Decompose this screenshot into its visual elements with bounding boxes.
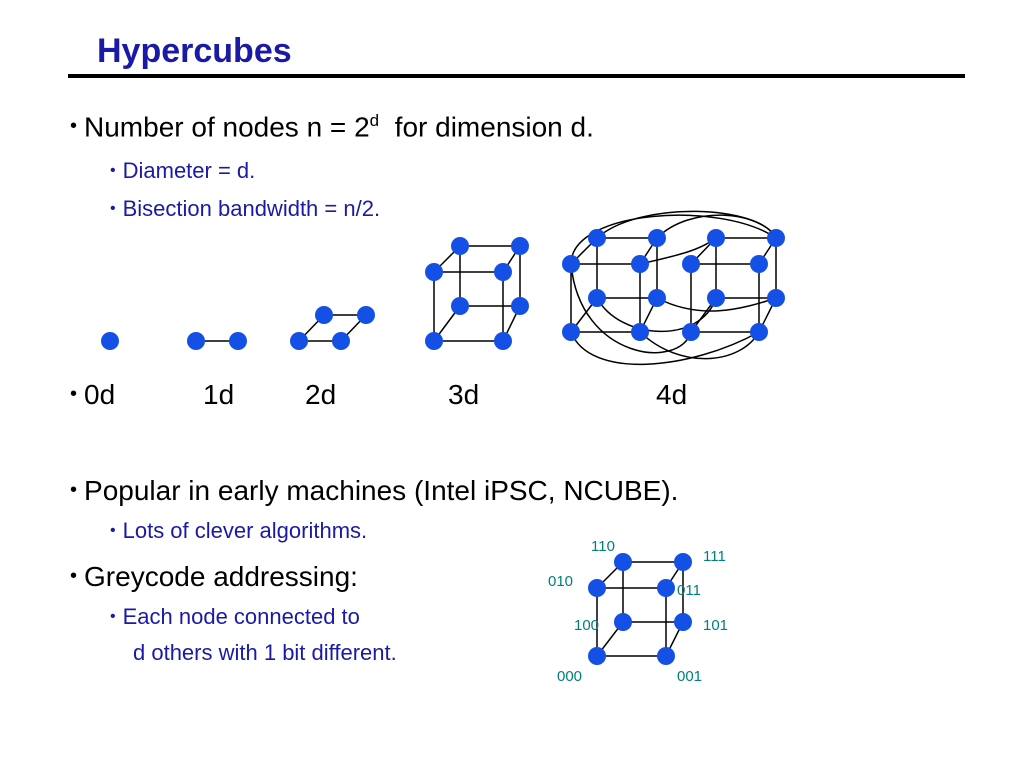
node bbox=[357, 306, 375, 324]
bullet-marker: • bbox=[70, 115, 78, 138]
bullet-number-of-nodes: • Number of nodes n = 2d for dimension d. bbox=[70, 111, 594, 143]
node bbox=[562, 323, 580, 341]
node-101 bbox=[674, 613, 692, 631]
dim-label-4d: 4d bbox=[656, 379, 688, 410]
node bbox=[682, 255, 700, 273]
bullet-marker: • bbox=[110, 608, 116, 625]
node bbox=[425, 332, 443, 350]
label-100: 100 bbox=[574, 617, 599, 634]
sub-bullet-text: Bisection bandwidth = n/2. bbox=[122, 196, 381, 221]
slide-title: Hypercubes bbox=[97, 32, 292, 70]
node-110 bbox=[614, 553, 632, 571]
node bbox=[750, 323, 768, 341]
label-101: 101 bbox=[703, 617, 728, 634]
sub-bullet-text: Diameter = d. bbox=[122, 158, 256, 183]
bullet-marker: • bbox=[70, 479, 78, 501]
bullet-text-suffix: for dimension d. bbox=[379, 111, 594, 143]
bullet-greycode: • Greycode addressing: bbox=[70, 561, 358, 593]
node bbox=[648, 289, 666, 307]
node bbox=[767, 229, 785, 247]
label-011: 011 bbox=[677, 582, 701, 599]
node bbox=[588, 289, 606, 307]
dim-label-2d: 2d bbox=[305, 379, 337, 410]
sub-bullet-each-node-line2: d others with 1 bit different. bbox=[133, 640, 397, 665]
dim-label-1d: 1d bbox=[203, 379, 235, 410]
label-110: 110 bbox=[591, 538, 615, 555]
node bbox=[332, 332, 350, 350]
node bbox=[631, 323, 649, 341]
node-011 bbox=[657, 579, 675, 597]
bullet-marker: • bbox=[110, 522, 116, 539]
sub-bullet-diameter: • Diameter = d. bbox=[110, 158, 255, 184]
bullet-popular: • Popular in early machines (Intel iPSC, … bbox=[70, 475, 678, 507]
node-100 bbox=[614, 613, 632, 631]
dim-label-0d: 0d bbox=[84, 379, 116, 410]
label-000: 000 bbox=[557, 668, 582, 685]
node bbox=[648, 229, 666, 247]
node bbox=[767, 289, 785, 307]
node bbox=[562, 255, 580, 273]
node bbox=[187, 332, 205, 350]
node bbox=[290, 332, 308, 350]
sub-bullet-algorithms: • Lots of clever algorithms. bbox=[110, 518, 367, 544]
sub-bullet-text: Lots of clever algorithms. bbox=[122, 518, 368, 543]
node-010 bbox=[588, 579, 606, 597]
hypercube-nodes bbox=[101, 229, 785, 665]
sub-bullet-text: Each node connected to bbox=[122, 604, 360, 629]
bullet-marker: • bbox=[110, 200, 116, 217]
label-001: 001 bbox=[677, 668, 702, 685]
node-111 bbox=[674, 553, 692, 571]
bullet-marker: • bbox=[110, 162, 116, 179]
node bbox=[494, 332, 512, 350]
node bbox=[315, 306, 333, 324]
node bbox=[707, 289, 725, 307]
label-010: 010 bbox=[548, 573, 573, 590]
node bbox=[451, 237, 469, 255]
node bbox=[511, 297, 529, 315]
bullet-marker: • bbox=[70, 383, 78, 405]
node bbox=[682, 323, 700, 341]
sub-bullet-each-node: • Each node connected to bbox=[110, 604, 360, 630]
node bbox=[511, 237, 529, 255]
node bbox=[425, 263, 443, 281]
node bbox=[588, 229, 606, 247]
node-0d bbox=[101, 332, 119, 350]
node-001 bbox=[657, 647, 675, 665]
label-111: 111 bbox=[703, 548, 726, 565]
node bbox=[750, 255, 768, 273]
node bbox=[229, 332, 247, 350]
node bbox=[707, 229, 725, 247]
dim-label-3d: 3d bbox=[448, 379, 480, 410]
title-underline bbox=[68, 74, 965, 78]
node bbox=[494, 263, 512, 281]
bullet-text: Number of nodes n = 2 bbox=[84, 111, 370, 143]
superscript-d: d bbox=[369, 111, 380, 130]
node bbox=[631, 255, 649, 273]
greycode-labels: 110 111 010 011 100 101 000 001 bbox=[548, 538, 728, 685]
bullet-marker: • bbox=[70, 565, 78, 587]
hypercube-edges bbox=[196, 210, 777, 657]
node bbox=[451, 297, 469, 315]
node-000 bbox=[588, 647, 606, 665]
sub-bullet-bisection: • Bisection bandwidth = n/2. bbox=[110, 196, 380, 222]
bullet-dimensions: • 0d bbox=[70, 379, 115, 411]
bullet-text: Popular in early machines (Intel iPSC, N… bbox=[84, 475, 679, 506]
bullet-text: Greycode addressing: bbox=[84, 561, 358, 592]
